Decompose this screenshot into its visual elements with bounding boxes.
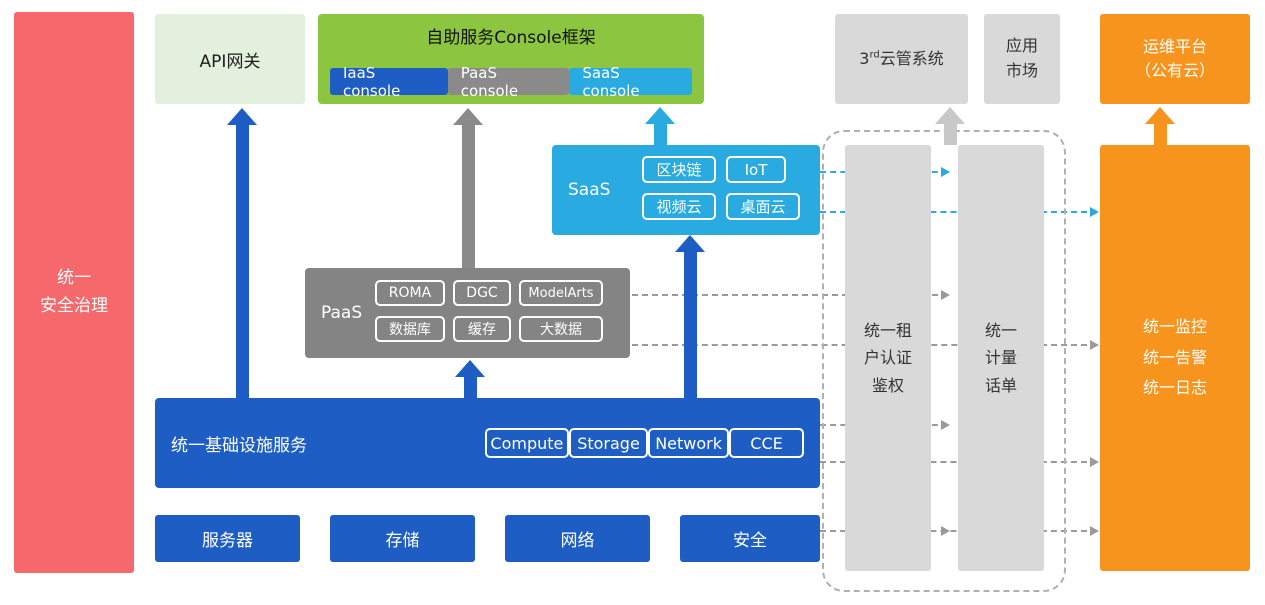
chip-roma: ROMA: [375, 280, 445, 306]
connector-paas-to-billing-arrowhead: [941, 290, 950, 300]
connector-infra-to-billing-arrowhead: [941, 420, 950, 430]
connector-security-to-monitoring-arrowhead: [1090, 526, 1099, 536]
connector-saas-to-billing-arrowhead: [941, 167, 950, 177]
arrow-infra-to-api-gateway: [227, 108, 257, 398]
connector-infra-to-monitoring-arrowhead: [1090, 457, 1099, 467]
iaas-console-chip: IaaS console: [330, 64, 448, 100]
paas-console-chip: PaaS console: [447, 64, 570, 100]
api-gateway-box: API网关: [155, 14, 305, 104]
infra-layer-box: 统一基础设施服务 Compute Storage Network CCE: [155, 398, 820, 488]
network-box: 网络: [505, 515, 650, 562]
chip-bigdata: 大数据: [519, 316, 603, 342]
saas-chip-grid: 区块链 IoT 视频云 桌面云: [642, 156, 812, 220]
security-governance-bar: 统一 安全治理: [14, 12, 134, 573]
arrow-infra-to-saas: [675, 235, 705, 398]
billing-bar: 统一 计量 话单: [958, 145, 1044, 571]
security-box: 安全: [680, 515, 820, 562]
connector-paas-to-monitoring-arrowhead: [1090, 340, 1099, 350]
server-box: 服务器: [155, 515, 300, 562]
paas-chip-grid: ROMA DGC ModelArts 数据库 缓存 大数据: [375, 280, 623, 342]
paas-label: PaaS: [321, 303, 363, 323]
connector-security-to-billing-arrowhead: [941, 526, 950, 536]
saas-console-chip: SaaS console: [569, 64, 692, 100]
chip-blockchain: 区块链: [642, 156, 716, 183]
monitoring-bar: 统一监控 统一告警 统一日志: [1100, 145, 1250, 571]
chip-storage: Storage: [568, 428, 649, 458]
console-frame-title: 自助服务Console框架: [426, 28, 596, 48]
chip-iot: IoT: [726, 156, 786, 183]
infra-label: 统一基础设施服务: [171, 435, 307, 456]
connector-paas-to-billing: [632, 294, 948, 296]
chip-compute: Compute: [485, 428, 569, 458]
third-party-cms-box: 3rd云管系统: [835, 14, 968, 104]
chip-video-cloud: 视频云: [642, 193, 716, 220]
saas-layer-box: SaaS 区块链 IoT 视频云 桌面云: [552, 145, 820, 235]
arrow-infra-to-paas: [455, 360, 485, 398]
chip-cce: CCE: [729, 428, 804, 458]
chip-modelarts: ModelArts: [519, 280, 603, 306]
third-party-cms-label: 3rd云管系统: [859, 48, 944, 68]
chip-database: 数据库: [375, 316, 445, 342]
console-chip-row: IaaS console PaaS console SaaS console: [330, 64, 692, 100]
storage-box: 存储: [330, 515, 475, 562]
connector-saas-to-monitoring-arrowhead: [1090, 207, 1099, 217]
saas-label: SaaS: [568, 180, 611, 200]
paas-layer-box: PaaS ROMA DGC ModelArts 数据库 缓存 大数据: [305, 268, 630, 358]
chip-cache: 缓存: [453, 316, 511, 342]
arrow-paas-to-console: [453, 108, 483, 268]
ops-platform-box: 运维平台 （公有云）: [1100, 14, 1250, 104]
arrow-saas-to-console: [645, 107, 675, 145]
arrow-bars-to-third-party: [935, 107, 965, 145]
infra-chip-row: Compute Storage Network CCE: [485, 398, 804, 488]
chip-desktop-cloud: 桌面云: [726, 193, 800, 220]
arrow-monitoring-to-ops: [1145, 107, 1175, 145]
chip-network: Network: [648, 428, 730, 458]
app-market-box: 应用 市场: [984, 14, 1060, 104]
chip-dgc: DGC: [453, 280, 511, 306]
console-frame-box: 自助服务Console框架 IaaS console PaaS console …: [318, 14, 704, 104]
auth-bar: 统一租 户认证 鉴权: [845, 145, 931, 571]
